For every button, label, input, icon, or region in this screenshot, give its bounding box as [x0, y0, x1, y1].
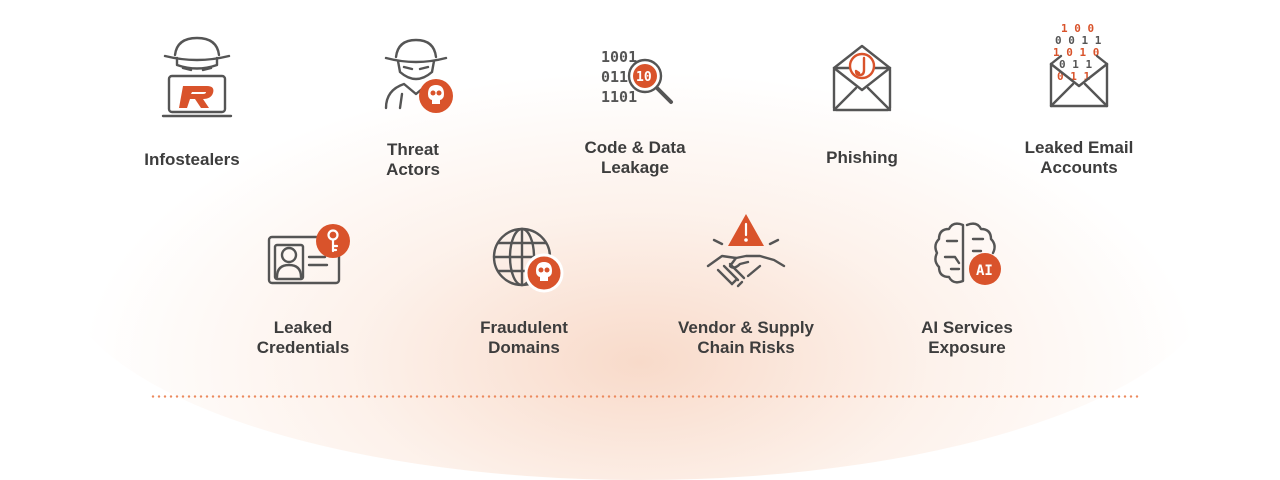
- svg-text:AI: AI: [976, 263, 993, 279]
- svg-text:1 0 1 0: 1 0 1 0: [1053, 46, 1099, 59]
- handshake-warning-icon: [706, 214, 786, 288]
- svg-text:0110: 0110: [601, 68, 637, 86]
- dotted-divider: [150, 395, 1140, 398]
- svg-text:0 1 1: 0 1 1: [1057, 70, 1090, 83]
- brain-ai-icon: AI: [934, 222, 1001, 285]
- code-leak-magnifier-icon: 1001 0110 1101 10: [601, 48, 673, 106]
- phishing-envelope-hook-icon: [832, 44, 892, 112]
- svg-text:1 0 0: 1 0 0: [1061, 22, 1094, 35]
- threat-actor-spy-icon: [384, 38, 453, 113]
- svg-text:1101: 1101: [601, 88, 637, 106]
- item-label: Phishing: [826, 148, 898, 167]
- item-label: Infostealers: [144, 150, 240, 169]
- leaked-email-binary-icon: 1 0 0 0 0 1 1 1 0 1 0 0 1 1 0 1 1: [1049, 22, 1109, 108]
- svg-text:10: 10: [636, 70, 652, 85]
- globe-skull-icon: [492, 227, 564, 293]
- svg-text:0 0 1 1: 0 0 1 1: [1055, 34, 1102, 47]
- svg-text:1001: 1001: [601, 48, 637, 66]
- infostealer-hacker-icon: [161, 36, 233, 118]
- svg-text:0 1 1: 0 1 1: [1059, 58, 1092, 71]
- id-card-key-icon: [267, 224, 350, 285]
